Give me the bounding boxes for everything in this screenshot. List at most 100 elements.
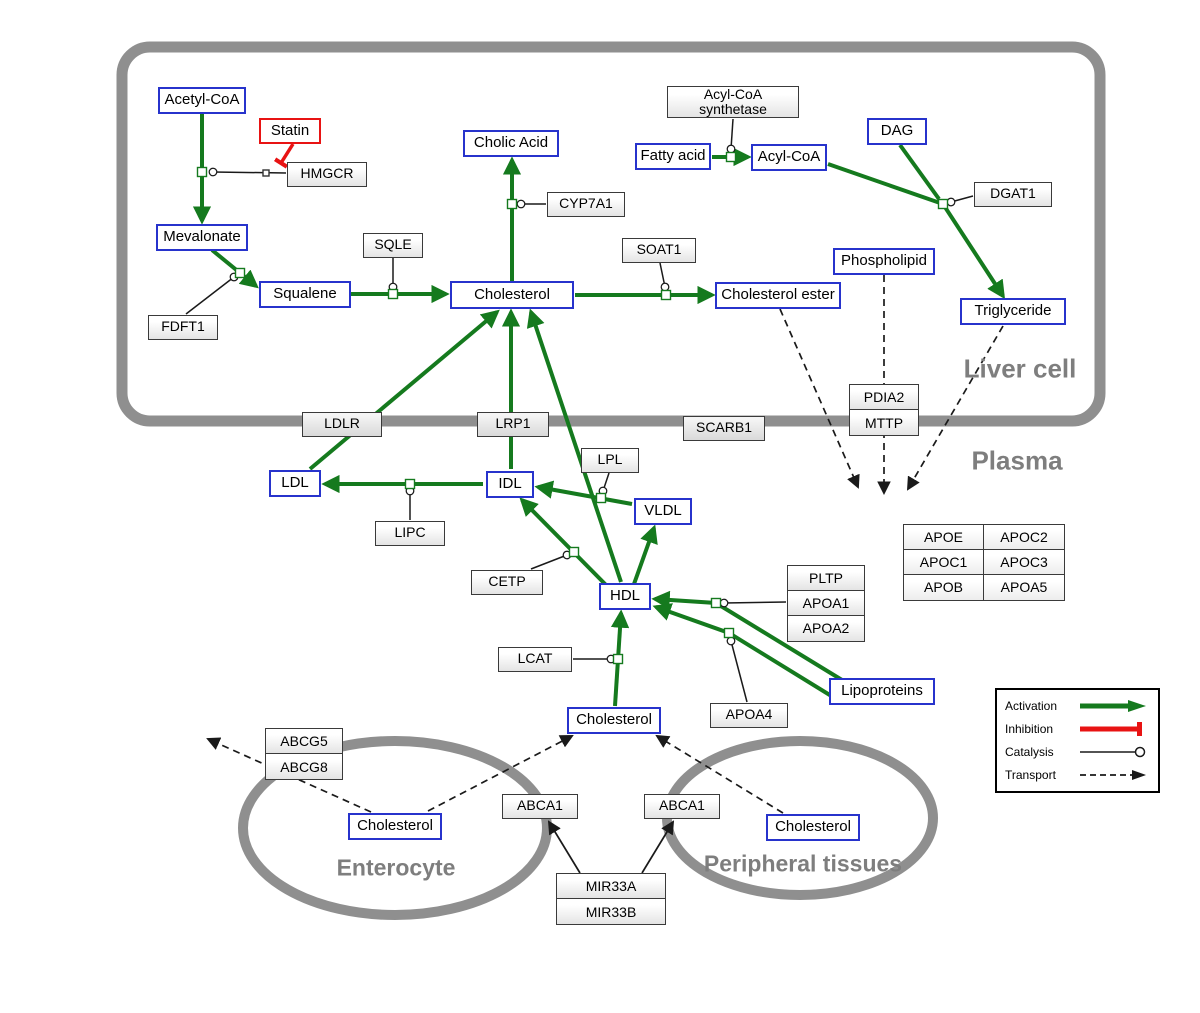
node-hdl[interactable]: HDL xyxy=(599,582,651,610)
liver-cell-membrane xyxy=(116,41,1106,427)
edge-statin-inhibits-hmgcr xyxy=(273,143,295,169)
node-pltp-apoa1-apoa2-row-0[interactable]: PLTP xyxy=(788,565,864,591)
node-cyp7a1[interactable]: CYP7A1 xyxy=(547,191,625,217)
legend-catalysis-label: Catalysis xyxy=(1005,744,1054,759)
node-cholesterol-enterocyte[interactable]: Cholesterol xyxy=(348,812,442,840)
edge-lpl-catalysis xyxy=(598,472,610,496)
node-lrp1[interactable]: LRP1 xyxy=(477,411,549,437)
node-pltp-apoa1-apoa2-row-1[interactable]: APOA1 xyxy=(788,590,864,616)
node-ldl[interactable]: LDL xyxy=(269,469,321,497)
reaction-anchor xyxy=(262,169,270,177)
legend-row-catalysis: Catalysis xyxy=(1005,744,1150,760)
reaction-anchor xyxy=(660,289,672,301)
node-pdia2-mttp-row-0[interactable]: PDIA2 xyxy=(850,385,918,410)
node-lpl[interactable]: LPL xyxy=(581,447,639,473)
reaction-anchor xyxy=(568,546,580,558)
edge-ldl-to-cholesterol xyxy=(308,309,500,471)
node-fdft1[interactable]: FDFT1 xyxy=(148,314,218,340)
node-phospholipid[interactable]: Phospholipid xyxy=(833,247,935,275)
node-cholesterol-plasma[interactable]: Cholesterol xyxy=(567,706,661,734)
node-triglyceride[interactable]: Triglyceride xyxy=(960,297,1066,325)
node-abcg5-abcg8-row-1[interactable]: ABCG8 xyxy=(266,754,342,779)
node-dgat1[interactable]: DGAT1 xyxy=(974,181,1052,207)
node-cholesterol-liver[interactable]: Cholesterol xyxy=(450,281,574,309)
node-pltp-apoa1-apoa2-row-2[interactable]: APOA2 xyxy=(788,615,864,641)
edge-cholesterol-efflux-peripheral xyxy=(655,734,784,814)
node-mir33a-mir33b-row-0[interactable]: MIR33A xyxy=(557,874,665,899)
reaction-anchor xyxy=(196,166,208,178)
edge-hdl-to-idl xyxy=(519,497,609,588)
node-abcg5-abcg8-row-0[interactable]: ABCG5 xyxy=(266,729,342,754)
node-cholesterol-ester[interactable]: Cholesterol ester xyxy=(715,281,841,309)
edge-hdl-to-cholesterol xyxy=(526,308,623,583)
node-apo-table-cell-0[interactable]: APOE xyxy=(904,524,984,550)
transport-dashed-arrow-icon xyxy=(1080,769,1146,780)
node-lcat[interactable]: LCAT xyxy=(498,646,572,672)
edge-mir33-to-abca1-peripheral xyxy=(641,820,675,874)
edge-hdl-to-vldl xyxy=(632,524,658,585)
node-statin[interactable]: Statin xyxy=(259,118,321,144)
node-cholesterol-peripheral[interactable]: Cholesterol xyxy=(766,813,860,841)
node-pdia2-mttp-row-1[interactable]: MTTP xyxy=(850,410,918,435)
node-apo-table-cell-5[interactable]: APOA5 xyxy=(984,574,1064,600)
node-cetp[interactable]: CETP xyxy=(471,569,543,595)
legend-inhibition-label: Inhibition xyxy=(1005,722,1054,737)
node-cholic-acid[interactable]: Cholic Acid xyxy=(463,129,559,157)
node-acetyl-coa[interactable]: Acetyl-CoA xyxy=(158,86,246,114)
edge-acyl-coa-synthetase-catalysis xyxy=(726,118,736,154)
reaction-anchor xyxy=(612,653,624,665)
node-mir33a-mir33b-row-1[interactable]: MIR33B xyxy=(557,899,665,924)
edge-dgat1-catalysis xyxy=(946,195,974,207)
edge-hmgcr-catalysis xyxy=(208,167,287,177)
node-abca1-peripheral[interactable]: ABCA1 xyxy=(644,793,720,819)
node-idl[interactable]: IDL xyxy=(486,470,534,498)
reaction-anchor xyxy=(387,288,399,300)
node-lipoproteins[interactable]: Lipoproteins xyxy=(829,677,935,705)
node-acyl-coa-synthetase-line: Acyl-CoA xyxy=(703,85,763,102)
reaction-anchor xyxy=(710,597,722,609)
edge-mevalonate-to-squalene xyxy=(210,248,259,289)
node-scarb1[interactable]: SCARB1 xyxy=(683,415,765,441)
node-lipc[interactable]: LIPC xyxy=(375,520,445,546)
node-abca1-enterocyte[interactable]: ABCA1 xyxy=(502,793,578,819)
legend-row-transport: Transport xyxy=(1005,767,1150,783)
node-mevalonate[interactable]: Mevalonate xyxy=(156,223,248,251)
node-hmgcr[interactable]: HMGCR xyxy=(287,161,367,187)
inhibition-tbar-icon xyxy=(1080,722,1142,737)
edge-cholesterol-efflux-enterocyte xyxy=(427,735,574,812)
node-apoa4[interactable]: APOA4 xyxy=(710,702,788,728)
edge-mir33-to-abca1-enterocyte xyxy=(547,820,581,874)
enterocyte-membrane xyxy=(238,736,552,920)
reaction-anchor xyxy=(506,198,518,210)
legend-transport-label: Transport xyxy=(1005,767,1056,782)
reaction-anchor xyxy=(234,267,246,279)
legend: Activation Inhibition Catalysis Transpor… xyxy=(995,688,1160,793)
node-squalene[interactable]: Squalene xyxy=(259,280,351,308)
edge-triglyceride-secretion xyxy=(906,325,1004,491)
node-acyl-coa[interactable]: Acyl-CoA xyxy=(751,143,827,171)
node-apo-table-cell-2[interactable]: APOC1 xyxy=(904,549,984,575)
node-vldl[interactable]: VLDL xyxy=(634,497,692,525)
edge-fdft1-catalysis xyxy=(185,272,239,315)
node-apo-table-cell-3[interactable]: APOC3 xyxy=(984,549,1064,575)
node-dag[interactable]: DAG xyxy=(867,117,927,145)
edge-pltp-catalysis xyxy=(719,598,787,608)
legend-activation-label: Activation xyxy=(1005,699,1058,714)
reaction-anchor xyxy=(937,198,949,210)
node-acyl-coa-synthetase-line: synthetase xyxy=(699,101,767,117)
node-ldlr[interactable]: LDLR xyxy=(302,411,382,437)
node-apo-table-cell-4[interactable]: APOB xyxy=(904,574,984,600)
node-sqle[interactable]: SQLE xyxy=(363,232,423,258)
node-soat1[interactable]: SOAT1 xyxy=(622,237,696,263)
node-apo-table-cell-1[interactable]: APOC2 xyxy=(984,524,1064,550)
reaction-anchor xyxy=(595,492,607,504)
node-fatty-acid[interactable]: Fatty acid xyxy=(635,142,711,170)
